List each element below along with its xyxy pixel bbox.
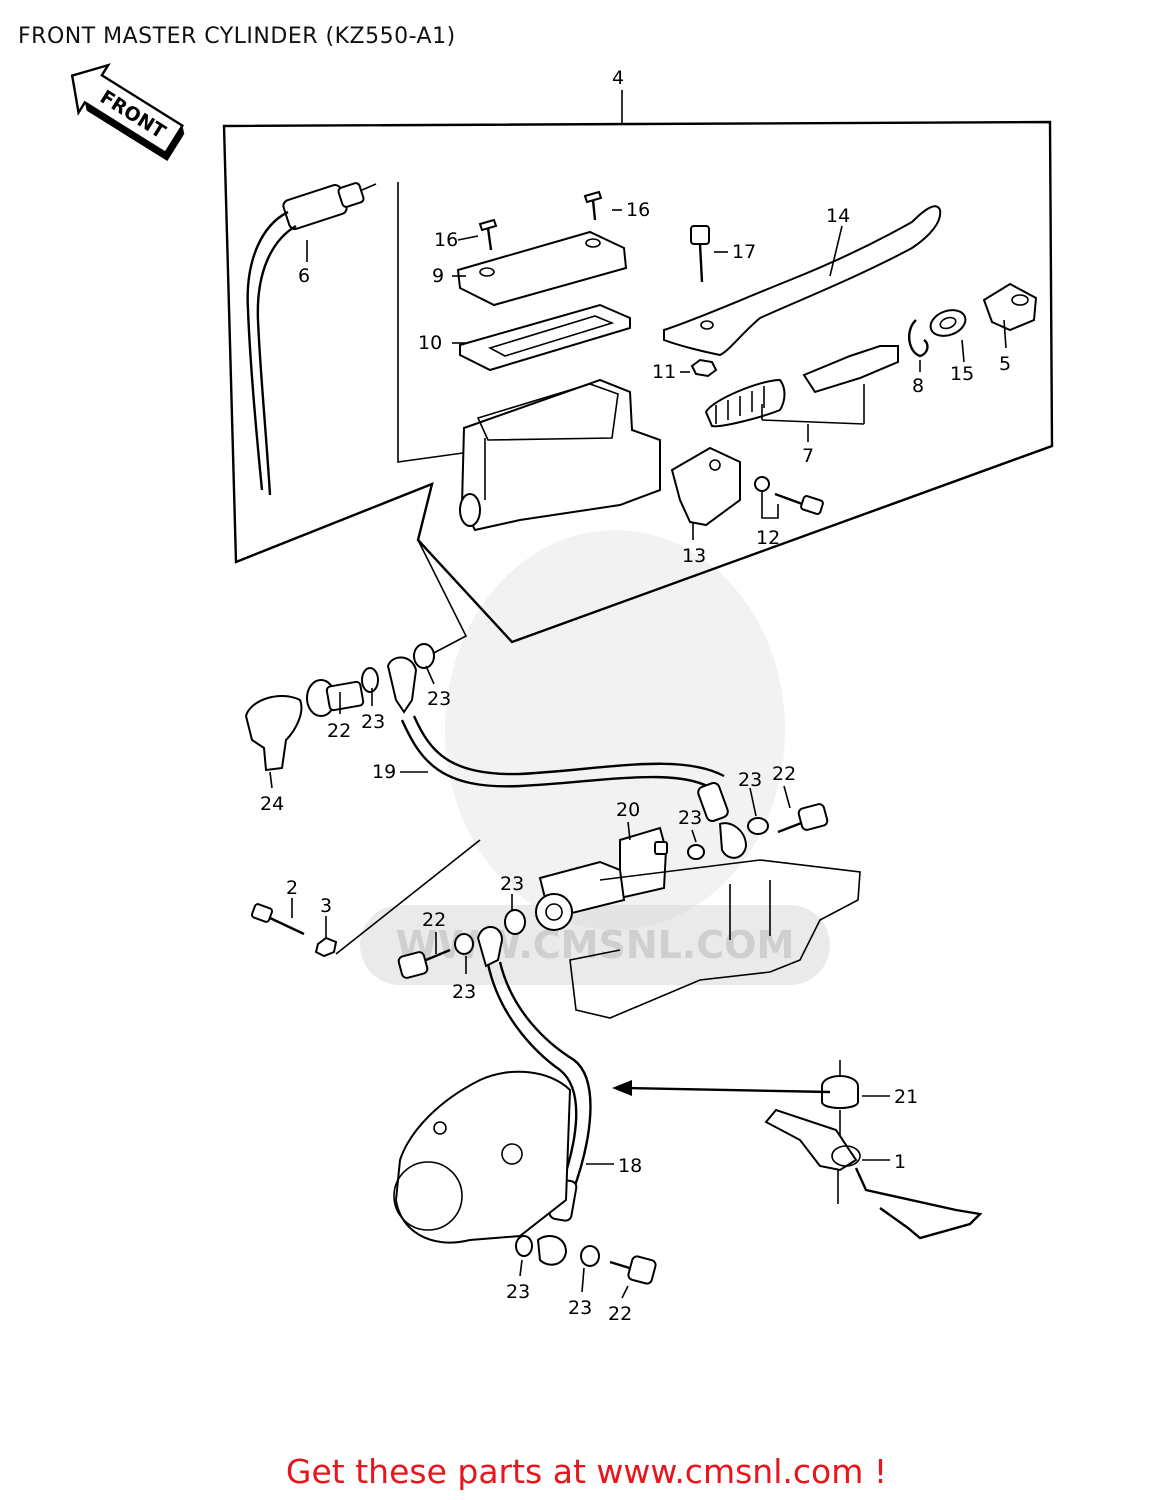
brake-line-junction bbox=[504, 826, 668, 935]
callout-6: 6 bbox=[298, 265, 310, 287]
callout-23c: 23 bbox=[738, 769, 762, 791]
callout-22b: 22 bbox=[772, 763, 796, 785]
handlebar-clamp bbox=[670, 446, 741, 527]
pivot-bolt bbox=[690, 225, 710, 283]
callout-5: 5 bbox=[999, 353, 1011, 375]
callout-23d: 23 bbox=[678, 807, 702, 829]
reservoir-cap bbox=[456, 230, 628, 307]
callout-15: 15 bbox=[950, 363, 974, 385]
callout-17: 17 bbox=[732, 241, 756, 263]
piston-assembly bbox=[704, 345, 899, 428]
screw-16b bbox=[583, 190, 603, 221]
clamp-bolt bbox=[754, 476, 824, 515]
callout-23a: 23 bbox=[427, 688, 451, 710]
callout-11: 11 bbox=[652, 361, 676, 383]
callout-22a: 22 bbox=[327, 720, 351, 742]
banjo-upper bbox=[244, 643, 435, 772]
piston-stop-washer bbox=[929, 309, 967, 337]
callout-20: 20 bbox=[616, 799, 640, 821]
callout-4: 4 bbox=[612, 67, 624, 89]
callout-labels: 4 6 16 16 9 10 17 14 11 8 15 5 7 12 13 2… bbox=[260, 67, 1011, 1325]
callout-22d: 22 bbox=[608, 1303, 632, 1325]
hose-grommet bbox=[821, 1060, 859, 1136]
clamp-location-arrow bbox=[612, 1080, 831, 1096]
page-title: FRONT MASTER CYLINDER (KZ550-A1) bbox=[18, 24, 456, 49]
leader-lines bbox=[269, 209, 1007, 1299]
callout-12: 12 bbox=[756, 527, 780, 549]
callout-23g: 23 bbox=[506, 1281, 530, 1303]
callout-21: 21 bbox=[894, 1086, 918, 1108]
lever-nut bbox=[690, 358, 718, 378]
fork-bracket bbox=[569, 859, 861, 1019]
callout-16a: 16 bbox=[434, 229, 458, 251]
callout-22c: 22 bbox=[422, 909, 446, 931]
watermark-logo: WWW.CMSNL.COM bbox=[360, 530, 830, 985]
callout-3: 3 bbox=[320, 895, 332, 917]
callout-7: 7 bbox=[802, 445, 814, 467]
callout-19: 19 bbox=[372, 761, 396, 783]
assembly-frame bbox=[222, 90, 1054, 657]
banjo-bolt-right bbox=[687, 803, 829, 860]
callout-23f: 23 bbox=[452, 981, 476, 1003]
brake-caliper bbox=[393, 1070, 572, 1244]
callout-13: 13 bbox=[682, 545, 706, 567]
upper-brake-hose bbox=[400, 715, 748, 859]
screw-16a bbox=[478, 218, 498, 251]
callout-24: 24 bbox=[260, 793, 284, 815]
hose-clamp bbox=[764, 1108, 983, 1240]
callout-14: 14 bbox=[826, 205, 850, 227]
callout-10: 10 bbox=[418, 332, 442, 354]
caliper-banjo-bolt bbox=[515, 1235, 657, 1285]
callout-23b: 23 bbox=[361, 711, 385, 733]
brake-lever bbox=[663, 205, 942, 357]
callout-16b: 16 bbox=[626, 199, 650, 221]
callout-9: 9 bbox=[432, 265, 444, 287]
callout-1: 1 bbox=[894, 1151, 906, 1173]
callout-23h: 23 bbox=[568, 1297, 592, 1319]
callout-2: 2 bbox=[286, 877, 298, 899]
diaphragm-gasket bbox=[459, 303, 631, 372]
front-arrow-icon: FRONT bbox=[70, 63, 185, 162]
callout-8: 8 bbox=[912, 375, 924, 397]
banjo-lower-left bbox=[397, 926, 504, 979]
fork-mount-bolt bbox=[250, 839, 481, 958]
callout-18: 18 bbox=[618, 1155, 642, 1177]
circlip bbox=[908, 319, 929, 358]
master-cylinder-body bbox=[459, 378, 661, 532]
dust-boot bbox=[982, 282, 1038, 332]
callout-23e: 23 bbox=[500, 873, 524, 895]
brake-light-switch bbox=[246, 182, 377, 496]
footer-link[interactable]: Get these parts at www.cmsnl.com ! bbox=[285, 1452, 888, 1491]
